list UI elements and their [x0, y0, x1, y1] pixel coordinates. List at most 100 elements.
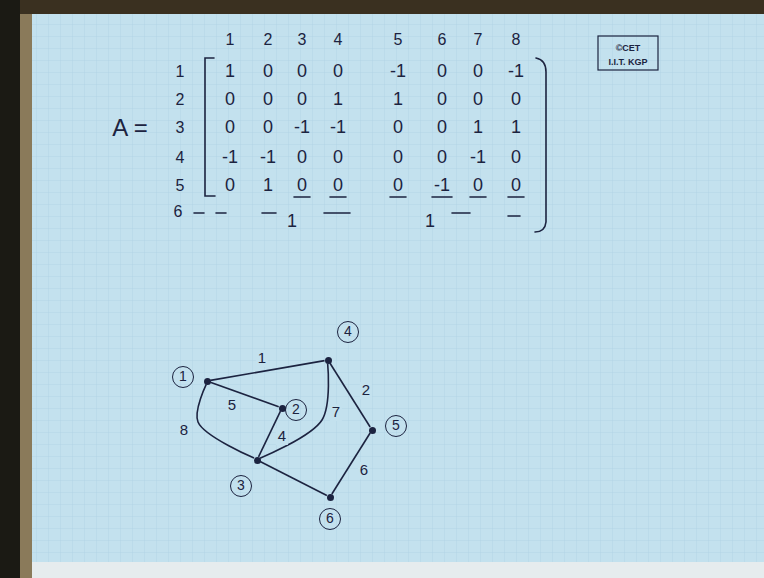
- vertex-number: 4: [337, 321, 359, 343]
- matrix-entry: 0: [297, 148, 307, 168]
- dash-marks: [194, 213, 520, 216]
- label-slot: 4: [334, 31, 343, 49]
- matrix-entry: 6: [438, 31, 447, 49]
- matrix-entry: 0: [473, 62, 483, 82]
- label-slot: -1: [390, 62, 406, 82]
- label-slot: 6: [174, 203, 183, 221]
- matrix-entry: 3: [176, 119, 185, 137]
- bottom-strip: [32, 562, 764, 578]
- matrix-entry: 0: [263, 90, 273, 110]
- matrix-entry: 0: [225, 90, 235, 110]
- matrix-entry: 1: [226, 31, 235, 49]
- underline-marks: [294, 196, 524, 198]
- edge-label-slot: 8: [178, 421, 190, 439]
- matrix-entry: 1: [393, 90, 403, 110]
- label-slot: 0: [263, 62, 273, 82]
- matrix-entry: -1: [390, 62, 406, 82]
- matrix-entry: 5: [176, 177, 185, 195]
- edge-number: 2: [360, 382, 372, 399]
- edge-number: 5: [226, 397, 238, 414]
- label-slot: 6: [438, 31, 447, 49]
- matrix-entry: 1: [287, 212, 297, 232]
- matrix-entry: 5: [394, 31, 403, 49]
- label-slot: 1: [263, 176, 273, 196]
- label-slot: 7: [474, 31, 483, 49]
- vertex-number: 1: [172, 366, 194, 388]
- label-slot: 0: [437, 118, 447, 138]
- matrix-entry: 2: [176, 91, 185, 109]
- label-slot: 1: [176, 63, 185, 81]
- graph-vertex: 2: [279, 405, 286, 412]
- label-slot: 5: [394, 31, 403, 49]
- matrix-entry: 2: [264, 31, 273, 49]
- matrix-entry: 0: [297, 176, 307, 196]
- matrix-entry: -1: [294, 118, 310, 138]
- side-board: [20, 14, 32, 578]
- label-slot: -1: [222, 148, 238, 168]
- matrix-entry: 0: [333, 176, 343, 196]
- label-slot: 0: [511, 148, 521, 168]
- edge-label-slot: 4: [276, 427, 288, 445]
- matrix-entry: 0: [511, 90, 521, 110]
- label-slot: 0: [225, 90, 235, 110]
- graph-vertex: 6: [327, 494, 334, 501]
- matrix-entry: 0: [511, 176, 521, 196]
- label-slot: 0: [263, 118, 273, 138]
- matrix-entry: 0: [225, 118, 235, 138]
- label-slot: -1: [260, 148, 276, 168]
- matrix-entry: 0: [437, 90, 447, 110]
- matrix-entry: 6: [174, 203, 183, 221]
- matrix-entry: 7: [474, 31, 483, 49]
- matrix-entry: 0: [225, 176, 235, 196]
- matrix-bracket: [535, 58, 546, 232]
- label-slot: 0: [473, 62, 483, 82]
- matrix-entry: 0: [333, 62, 343, 82]
- matrix-entry: -1: [330, 118, 346, 138]
- matrix-entry: 3: [298, 31, 307, 49]
- label-slot: -1: [508, 62, 524, 82]
- label-slot: 3: [298, 31, 307, 49]
- matrix-entry: 1: [425, 212, 435, 232]
- label-slot: ©CET: [616, 37, 641, 55]
- label-slot: 2: [264, 31, 273, 49]
- matrix-entry: 0: [333, 148, 343, 168]
- paper-grid: [32, 14, 764, 562]
- edge-label-slot: 2: [360, 381, 372, 399]
- matrix-entry: 1: [511, 118, 521, 138]
- label-slot: 4: [176, 149, 185, 167]
- label-slot: 0: [473, 176, 483, 196]
- label-slot: 2: [176, 91, 185, 109]
- edge-label-slot: 7: [330, 403, 342, 421]
- stamp-text: I.I.T. KGP: [608, 58, 647, 68]
- edge-number: 7: [330, 404, 342, 421]
- edge-number: 1: [256, 350, 268, 367]
- label-slot: 0: [297, 90, 307, 110]
- label-slot: 0: [393, 148, 403, 168]
- stamp-text: ©CET: [616, 44, 641, 54]
- graph-vertex: 3: [254, 457, 261, 464]
- vertex-number: 5: [385, 415, 407, 437]
- label-slot: 0: [297, 62, 307, 82]
- paper-card: [32, 14, 764, 562]
- label-slot: 0: [511, 176, 521, 196]
- label-slot: 0: [333, 176, 343, 196]
- edge-number: 4: [276, 428, 288, 445]
- graph-edge: [332, 433, 370, 494]
- matrix-entry: 0: [393, 118, 403, 138]
- label-slot: 0: [333, 62, 343, 82]
- label-slot: 0: [333, 148, 343, 168]
- matrix-entry: 1: [333, 90, 343, 110]
- stamp-box: [598, 36, 658, 70]
- matrix-entry: 0: [437, 62, 447, 82]
- graph-edge: [260, 363, 328, 458]
- graph-vertex: 1: [204, 378, 211, 385]
- graph-edge: [260, 462, 327, 496]
- matrix-entry: -1: [508, 62, 524, 82]
- edge-label-slot: 5: [226, 396, 238, 414]
- edge-label-slot: 1: [256, 349, 268, 367]
- matrix-entry: 0: [263, 62, 273, 82]
- edge-number: 6: [358, 462, 370, 479]
